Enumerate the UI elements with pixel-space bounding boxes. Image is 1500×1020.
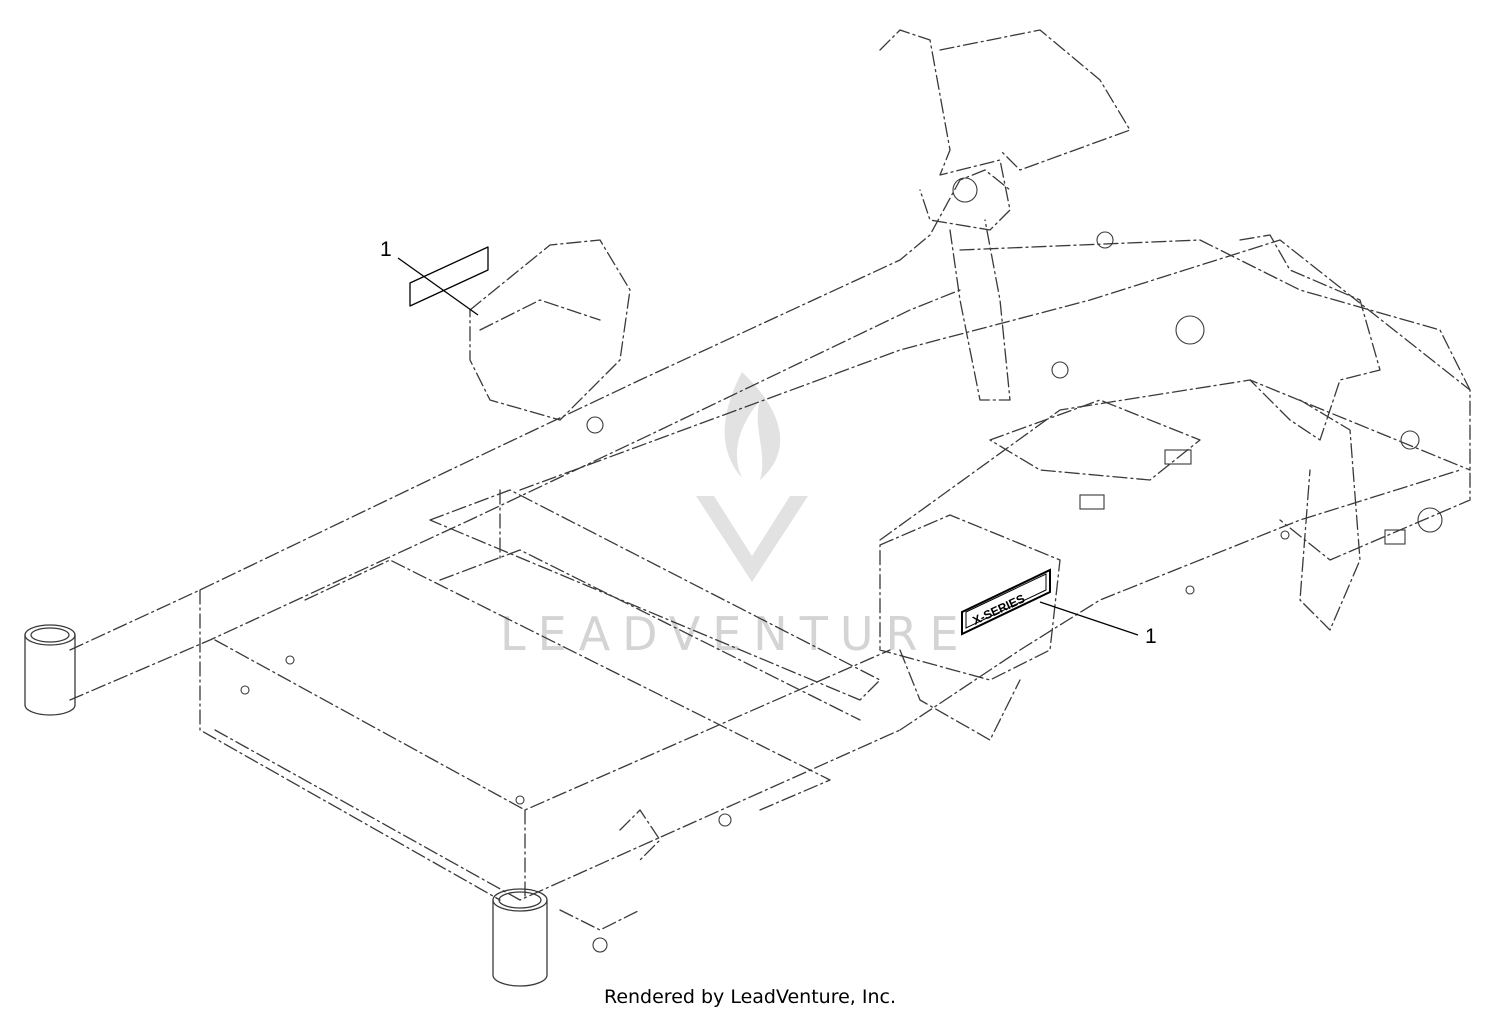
front-caster-tube-left [24, 624, 76, 716]
callout-label-left: 1 [380, 238, 392, 261]
mower-frame [69, 29, 1471, 931]
front-caster-tube-right [492, 888, 548, 987]
watermark-logo: LEADVENTURE [500, 372, 971, 661]
callout-label-right: 1 [1145, 625, 1157, 648]
decal-x-series: X-SERIES [961, 568, 1051, 636]
leader-line-left [397, 257, 479, 316]
watermark-text: LEADVENTURE [500, 607, 971, 661]
frame-holes [240, 177, 1443, 953]
callout-1-left: 1 [380, 238, 479, 316]
leader-line-right [1039, 601, 1139, 636]
decal-left [409, 246, 489, 307]
footer-credit: Rendered by LeadVenture, Inc. [603, 986, 897, 1008]
callout-1-right: 1 [1039, 601, 1157, 648]
